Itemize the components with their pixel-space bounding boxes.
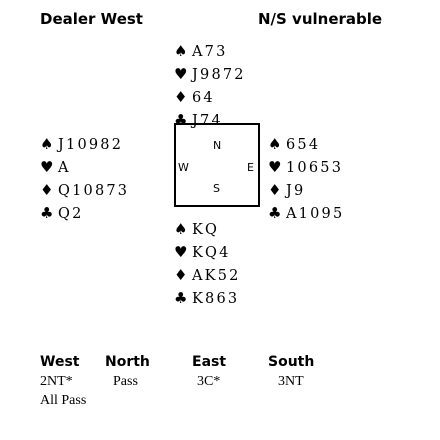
- vulnerability-label: N/S vulnerable: [258, 10, 383, 28]
- west-hearts: ♥A: [40, 156, 129, 179]
- north-hand: ♠A73 ♥J9872 ♦64 ♣J74: [174, 40, 246, 132]
- west-spades-cards: J10982: [58, 137, 124, 153]
- north-spades: ♠A73: [174, 40, 246, 63]
- west-clubs-cards: Q2: [58, 206, 84, 222]
- south-hearts: ♥KQ4: [174, 241, 241, 264]
- west-diamonds-cards: Q10873: [58, 183, 130, 199]
- auction-bid: Pass: [113, 374, 138, 389]
- diamond-icon: ♦: [174, 88, 188, 106]
- diamond-icon: ♦: [40, 181, 54, 199]
- compass-box: N S W E: [174, 123, 260, 207]
- north-diamonds-cards: 64: [192, 90, 215, 106]
- east-clubs: ♣A1095: [268, 202, 344, 225]
- east-hearts: ♥10653: [268, 156, 344, 179]
- compass-north: N: [213, 139, 222, 152]
- compass-east: E: [247, 161, 254, 174]
- east-diamonds: ♦J9: [268, 179, 344, 202]
- auction-bid: 3C*: [197, 374, 221, 389]
- auction-bid: 3NT: [278, 374, 304, 389]
- west-spades: ♠J10982: [40, 133, 129, 156]
- auction-header-north: North: [105, 354, 150, 370]
- auction-header-east: East: [192, 354, 227, 370]
- north-hearts-cards: J9872: [192, 67, 246, 83]
- east-hearts-cards: 10653: [286, 160, 344, 176]
- spade-icon: ♠: [174, 42, 188, 60]
- auction-header-south: South: [268, 354, 315, 370]
- south-hand: ♠KQ ♥KQ4 ♦AK52 ♣K863: [174, 218, 241, 310]
- north-clubs-cards: J74: [192, 113, 223, 129]
- heart-icon: ♥: [40, 158, 54, 176]
- club-icon: ♣: [268, 204, 282, 222]
- compass-south: S: [213, 182, 220, 195]
- heart-icon: ♥: [174, 243, 188, 261]
- compass-west: W: [178, 161, 189, 174]
- north-spades-cards: A73: [192, 44, 228, 60]
- west-hand: ♠J10982 ♥A ♦Q10873 ♣Q2: [40, 133, 129, 225]
- heart-icon: ♥: [268, 158, 282, 176]
- auction-header-west: West: [40, 354, 80, 370]
- club-icon: ♣: [174, 289, 188, 307]
- dealer-label: Dealer West: [40, 10, 143, 28]
- east-spades-cards: 654: [286, 137, 321, 153]
- north-diamonds: ♦64: [174, 86, 246, 109]
- spade-icon: ♠: [268, 135, 282, 153]
- heart-icon: ♥: [174, 65, 188, 83]
- south-hearts-cards: KQ4: [192, 245, 231, 261]
- south-spades-cards: KQ: [192, 222, 220, 238]
- west-diamonds: ♦Q10873: [40, 179, 129, 202]
- north-hearts: ♥J9872: [174, 63, 246, 86]
- west-hearts-cards: A: [58, 160, 71, 176]
- south-spades: ♠KQ: [174, 218, 241, 241]
- spade-icon: ♠: [40, 135, 54, 153]
- east-hand: ♠654 ♥10653 ♦J9 ♣A1095: [268, 133, 344, 225]
- south-clubs-cards: K863: [192, 291, 240, 307]
- east-clubs-cards: A1095: [286, 206, 345, 222]
- diamond-icon: ♦: [268, 181, 282, 199]
- auction-bid: All Pass: [40, 393, 87, 408]
- west-clubs: ♣Q2: [40, 202, 129, 225]
- auction-bid: 2NT*: [40, 374, 73, 389]
- south-diamonds: ♦AK52: [174, 264, 241, 287]
- club-icon: ♣: [40, 204, 54, 222]
- diamond-icon: ♦: [174, 266, 188, 284]
- spade-icon: ♠: [174, 220, 188, 238]
- south-diamonds-cards: AK52: [192, 268, 241, 284]
- south-clubs: ♣K863: [174, 287, 241, 310]
- east-spades: ♠654: [268, 133, 344, 156]
- east-diamonds-cards: J9: [286, 183, 306, 199]
